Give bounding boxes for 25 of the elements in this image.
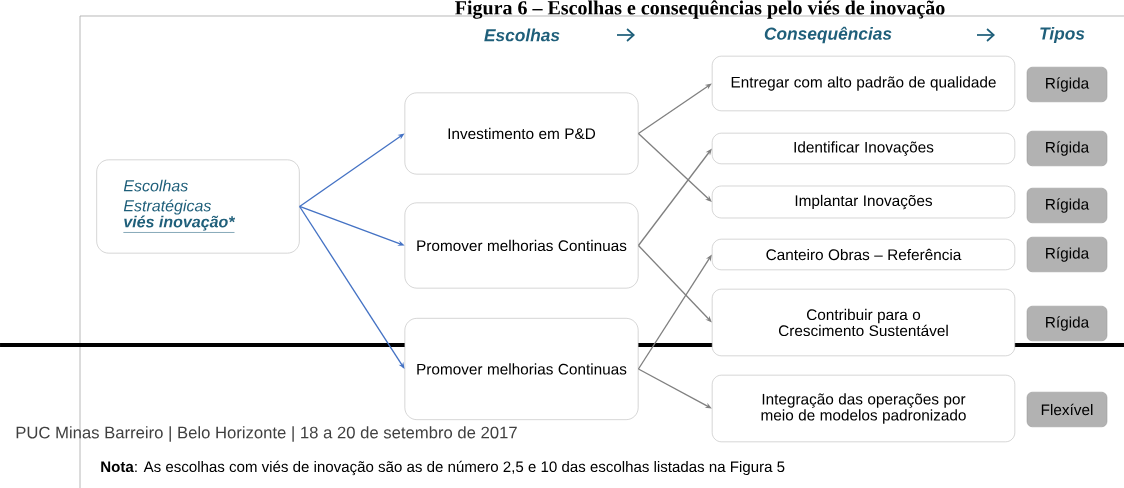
- type-box: Flexível: [1026, 391, 1108, 428]
- choice-box: Promover melhorias Continuas: [404, 202, 639, 289]
- consequence-box: Identificar Inovações: [711, 132, 1016, 165]
- type-box: Rígida: [1026, 66, 1108, 103]
- type-box: Rígida: [1026, 305, 1108, 342]
- consequence-box: Entregar com alto padrão de qualidade: [711, 55, 1016, 112]
- choice-box: Promover melhorias Continuas: [404, 318, 639, 420]
- column-heading: Escolhas: [484, 28, 560, 42]
- arrow: [637, 83, 712, 135]
- figure-title: Figura 6 – Escolhas e consequências pelo viés de inovação: [455, 0, 945, 19]
- choice-box: Investimento em P&D: [404, 92, 639, 175]
- arrow: [637, 132, 712, 202]
- column-heading: Tipos: [1040, 26, 1085, 44]
- consequence-box: Contribuir para o Crescimento Sustentável: [711, 288, 1016, 357]
- arrow: [298, 205, 405, 369]
- consequence-box: Integração das operações por meio de modelos padronizado: [711, 374, 1016, 443]
- type-box: Rígida: [1026, 236, 1108, 273]
- arrow: [637, 368, 712, 409]
- note-text: Nota: As escolhas com viés de inovação são as de número 2,5 e 10 das escolhas listadas na Figura 5: [101, 460, 785, 476]
- type-box: Rígida: [1026, 187, 1108, 224]
- consequence-box: Implantar Inovações: [711, 185, 1016, 219]
- consequence-box: Canteiro Obras – Referência: [711, 238, 1016, 271]
- source-box: Escolhas Estratégicas viés inovação*: [96, 159, 300, 254]
- footer-text: PUC Minas Barreiro | Belo Horizonte | 18 a 20 de setembro de 2017: [16, 426, 517, 442]
- type-box: Rígida: [1026, 130, 1108, 167]
